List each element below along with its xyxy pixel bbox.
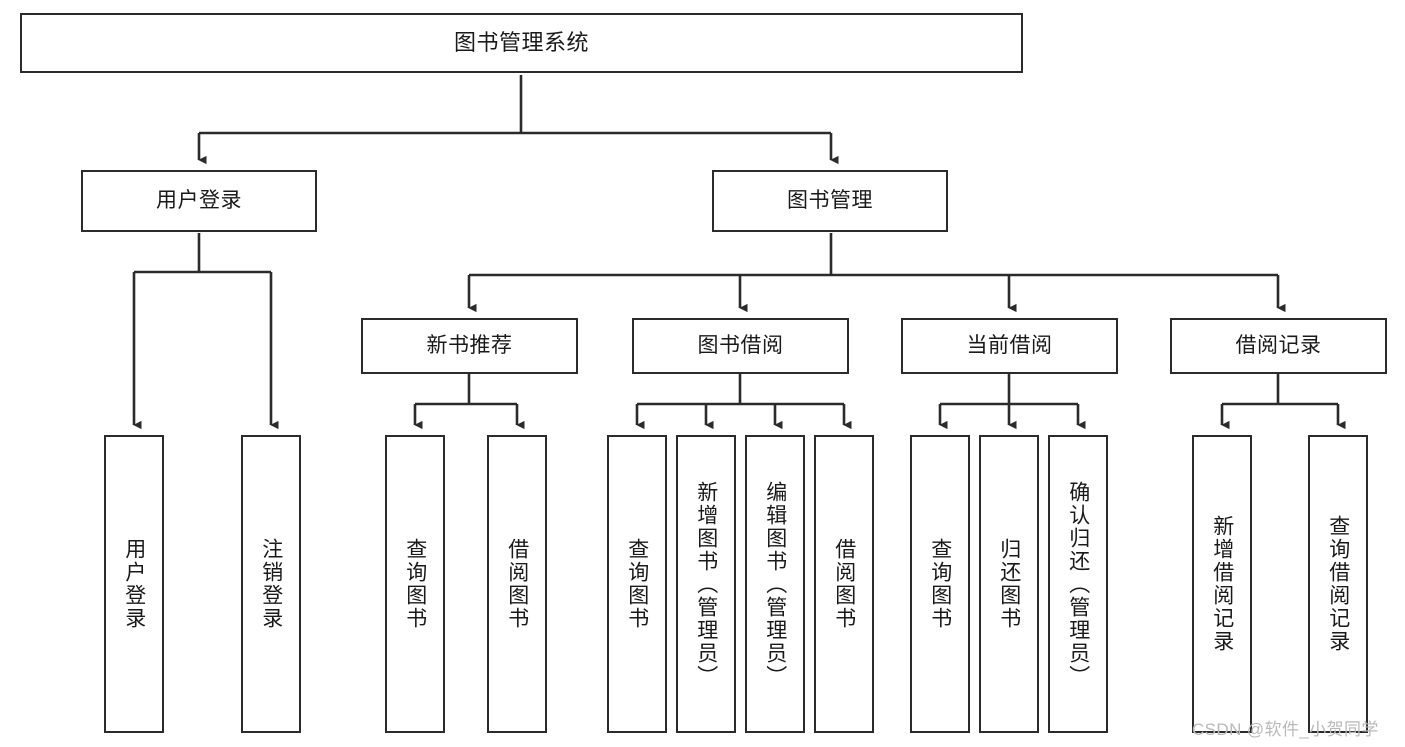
node-leaf-bookborrow-edit-book[interactable]: 编辑图书（管理员）	[745, 435, 805, 733]
node-leaf-currentborrow-query-book-label: 查询图书	[928, 538, 952, 630]
node-leaf-borrowrecord-add-record[interactable]: 新增借阅记录	[1192, 435, 1252, 733]
csdn-watermark: CSDN @软件_小贺同学	[1192, 720, 1379, 739]
node-book-borrow[interactable]: 图书借阅	[632, 318, 849, 374]
node-leaf-bookborrow-borrow-book-label: 借阅图书	[832, 538, 856, 630]
node-leaf-borrowrecord-query-record-label: 查询借阅记录	[1326, 515, 1350, 653]
node-root-system[interactable]: 图书管理系统	[20, 13, 1023, 73]
node-leaf-newbook-query-book[interactable]: 查询图书	[385, 435, 445, 733]
node-leaf-bookborrow-add-book-label: 新增图书（管理员）	[694, 480, 718, 688]
node-new-book-recommend-label: 新书推荐	[426, 333, 513, 357]
node-borrow-record[interactable]: 借阅记录	[1170, 318, 1387, 374]
node-leaf-bookborrow-borrow-book[interactable]: 借阅图书	[814, 435, 874, 733]
node-leaf-user-login-label: 用户登录	[122, 538, 146, 630]
node-leaf-logout[interactable]: 注销登录	[241, 435, 301, 733]
node-book-management-label: 图书管理	[787, 188, 873, 212]
node-leaf-borrowrecord-query-record[interactable]: 查询借阅记录	[1308, 435, 1368, 733]
node-leaf-currentborrow-return-book[interactable]: 归还图书	[979, 435, 1039, 733]
node-leaf-borrowrecord-add-record-label: 新增借阅记录	[1210, 515, 1234, 653]
node-book-borrow-label: 图书借阅	[697, 333, 784, 357]
node-book-management[interactable]: 图书管理	[712, 170, 948, 232]
node-leaf-user-login[interactable]: 用户登录	[104, 435, 164, 733]
node-leaf-currentborrow-query-book[interactable]: 查询图书	[910, 435, 970, 733]
node-leaf-bookborrow-query-book-label: 查询图书	[625, 538, 649, 630]
node-leaf-newbook-borrow-book[interactable]: 借阅图书	[487, 435, 547, 733]
node-leaf-bookborrow-query-book[interactable]: 查询图书	[607, 435, 667, 733]
node-leaf-currentborrow-confirm-return[interactable]: 确认归还（管理员）	[1048, 435, 1108, 733]
node-user-login[interactable]: 用户登录	[81, 170, 317, 232]
node-leaf-currentborrow-return-book-label: 归还图书	[997, 538, 1021, 630]
node-leaf-bookborrow-add-book[interactable]: 新增图书（管理员）	[676, 435, 736, 733]
node-root-system-label: 图书管理系统	[453, 30, 589, 56]
node-user-login-label: 用户登录	[156, 188, 242, 212]
node-current-borrow[interactable]: 当前借阅	[901, 318, 1118, 374]
node-borrow-record-label: 借阅记录	[1235, 333, 1322, 357]
node-leaf-logout-label: 注销登录	[259, 538, 283, 630]
node-leaf-newbook-borrow-book-label: 借阅图书	[505, 538, 529, 630]
node-current-borrow-label: 当前借阅	[966, 333, 1053, 357]
node-leaf-bookborrow-edit-book-label: 编辑图书（管理员）	[763, 480, 787, 688]
node-leaf-newbook-query-book-label: 查询图书	[403, 538, 427, 630]
node-new-book-recommend[interactable]: 新书推荐	[361, 318, 578, 374]
node-leaf-currentborrow-confirm-return-label: 确认归还（管理员）	[1066, 480, 1090, 688]
